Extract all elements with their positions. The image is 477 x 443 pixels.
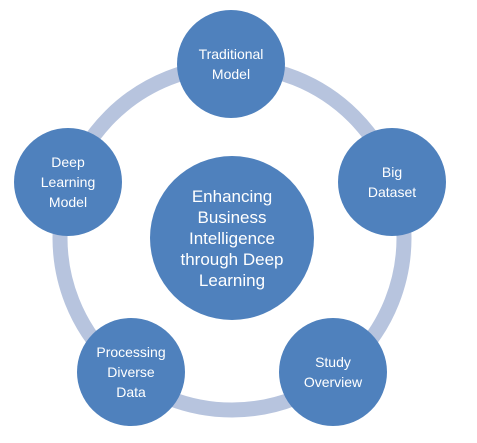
- node-study-overview: Study Overview: [279, 318, 387, 426]
- node-traditional-model-label: Traditional Model: [198, 46, 264, 82]
- center-node-label: Enhancing Business Intelligence through …: [180, 186, 284, 290]
- center-node: Enhancing Business Intelligence through …: [150, 156, 314, 320]
- node-processing-diverse-data-label: Processing Diverse Data: [96, 344, 166, 400]
- node-deep-learning-model-label: Deep Learning Model: [40, 154, 96, 210]
- node-big-dataset: Big Dataset: [338, 128, 446, 236]
- node-deep-learning-model: Deep Learning Model: [14, 128, 122, 236]
- node-traditional-model: Traditional Model: [177, 10, 285, 118]
- node-big-dataset-label: Big Dataset: [367, 164, 417, 200]
- node-study-overview-label: Study Overview: [303, 354, 363, 390]
- node-processing-diverse-data: Processing Diverse Data: [77, 318, 185, 426]
